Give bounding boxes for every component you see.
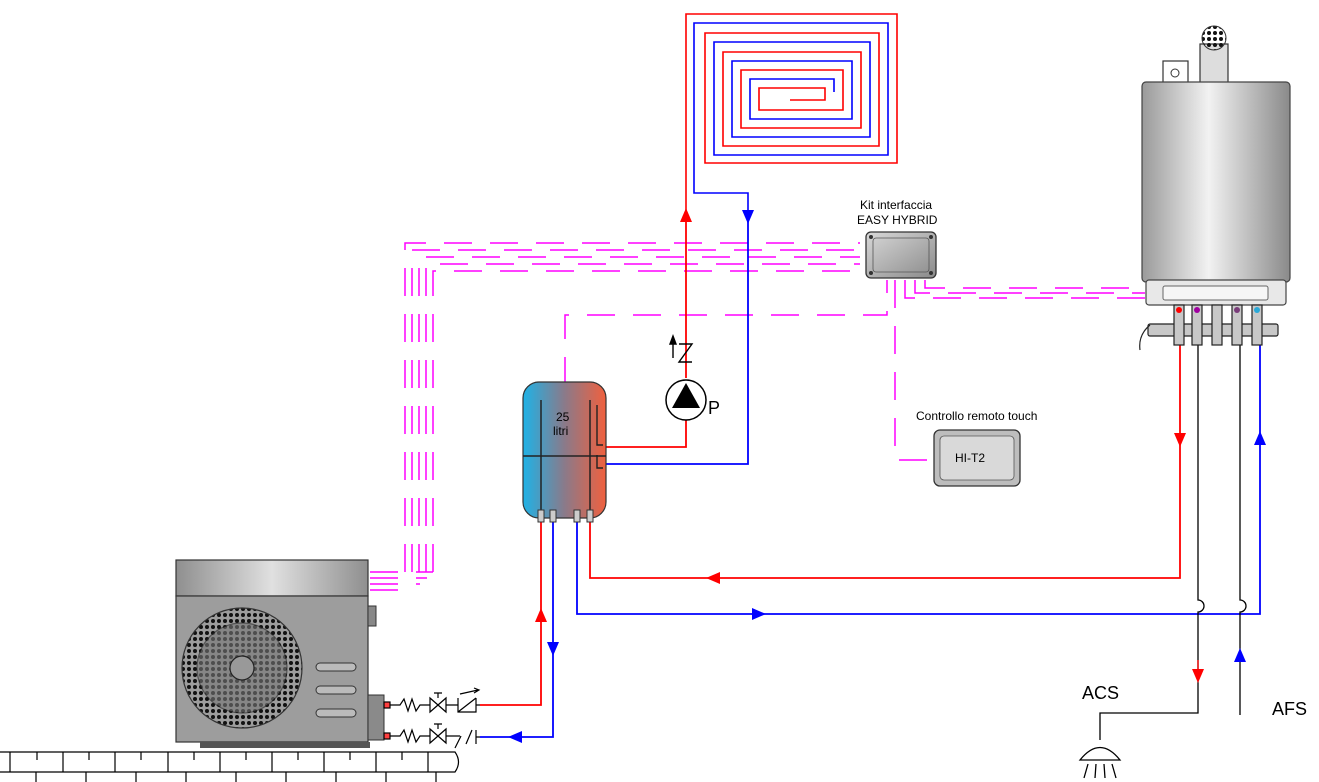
heat-pump-outdoor-unit (175, 559, 385, 748)
dhw-label: ACS (1082, 683, 1119, 703)
ball-valve-icon (429, 727, 447, 745)
cold-water-label: AFS (1272, 699, 1307, 719)
check-valve-icon (668, 334, 694, 363)
buffer-tank: 25 litri (522, 381, 607, 523)
ball-valve-icon (429, 696, 447, 714)
remote-control-touch: Controllo remoto touch HI-T2 (916, 409, 1037, 487)
pump-label: P (708, 398, 720, 418)
tank-volume: 25 (556, 410, 570, 424)
control-wiring (370, 242, 1145, 591)
hydraulic-pipes (480, 216, 1261, 740)
easy-hybrid-interface-kit: Kit interfaccia EASY HYBRID (857, 198, 938, 279)
heat-pump-connections (383, 687, 481, 749)
tank-unit: litri (553, 424, 568, 438)
remote-control-title: Controllo remoto touch (916, 409, 1037, 423)
remote-control-display: HI-T2 (955, 451, 985, 465)
flow-arrows (508, 208, 1266, 743)
interface-kit-model: EASY HYBRID (857, 213, 938, 227)
gas-boiler (1139, 25, 1291, 351)
circulation-pump: P (665, 379, 720, 421)
underfloor-heating-coil (685, 13, 898, 216)
ground-base (0, 751, 460, 782)
interface-kit-title: Kit interfaccia (860, 198, 932, 212)
shower-head-icon (1078, 746, 1122, 779)
